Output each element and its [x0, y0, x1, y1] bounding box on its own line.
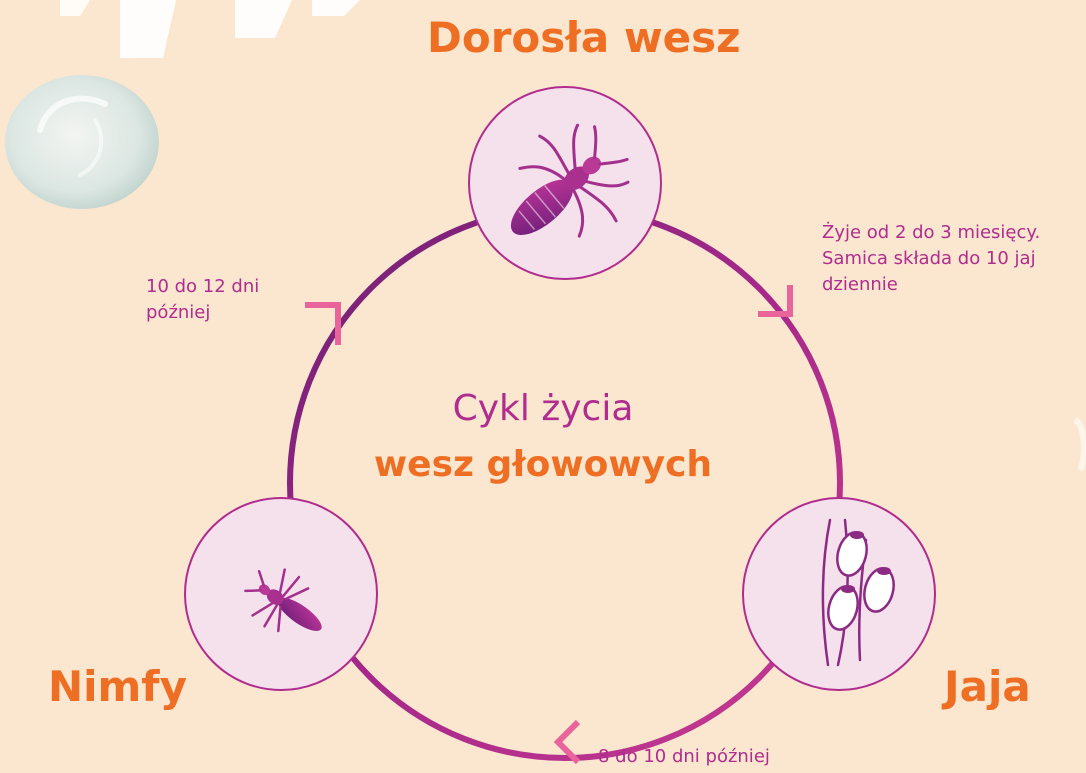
- cycle-title-line2: wesz głowowych: [313, 447, 773, 483]
- decorative-shapes: [60, 0, 360, 58]
- nymph-stage-title: Nimfy: [48, 666, 187, 708]
- cycle-title-line1: Cykl życia: [313, 391, 773, 427]
- eggs-stage-note: 8 do 10 dni później: [598, 744, 770, 770]
- eggs-stage-title: Jaja: [944, 666, 1031, 708]
- nymph-stage-note: 10 do 12 dni później: [146, 274, 259, 326]
- adult-stage-note: Żyje od 2 do 3 miesięcy. Samica składa d…: [822, 220, 1040, 298]
- adult-stage-title: Dorosła wesz: [427, 17, 741, 59]
